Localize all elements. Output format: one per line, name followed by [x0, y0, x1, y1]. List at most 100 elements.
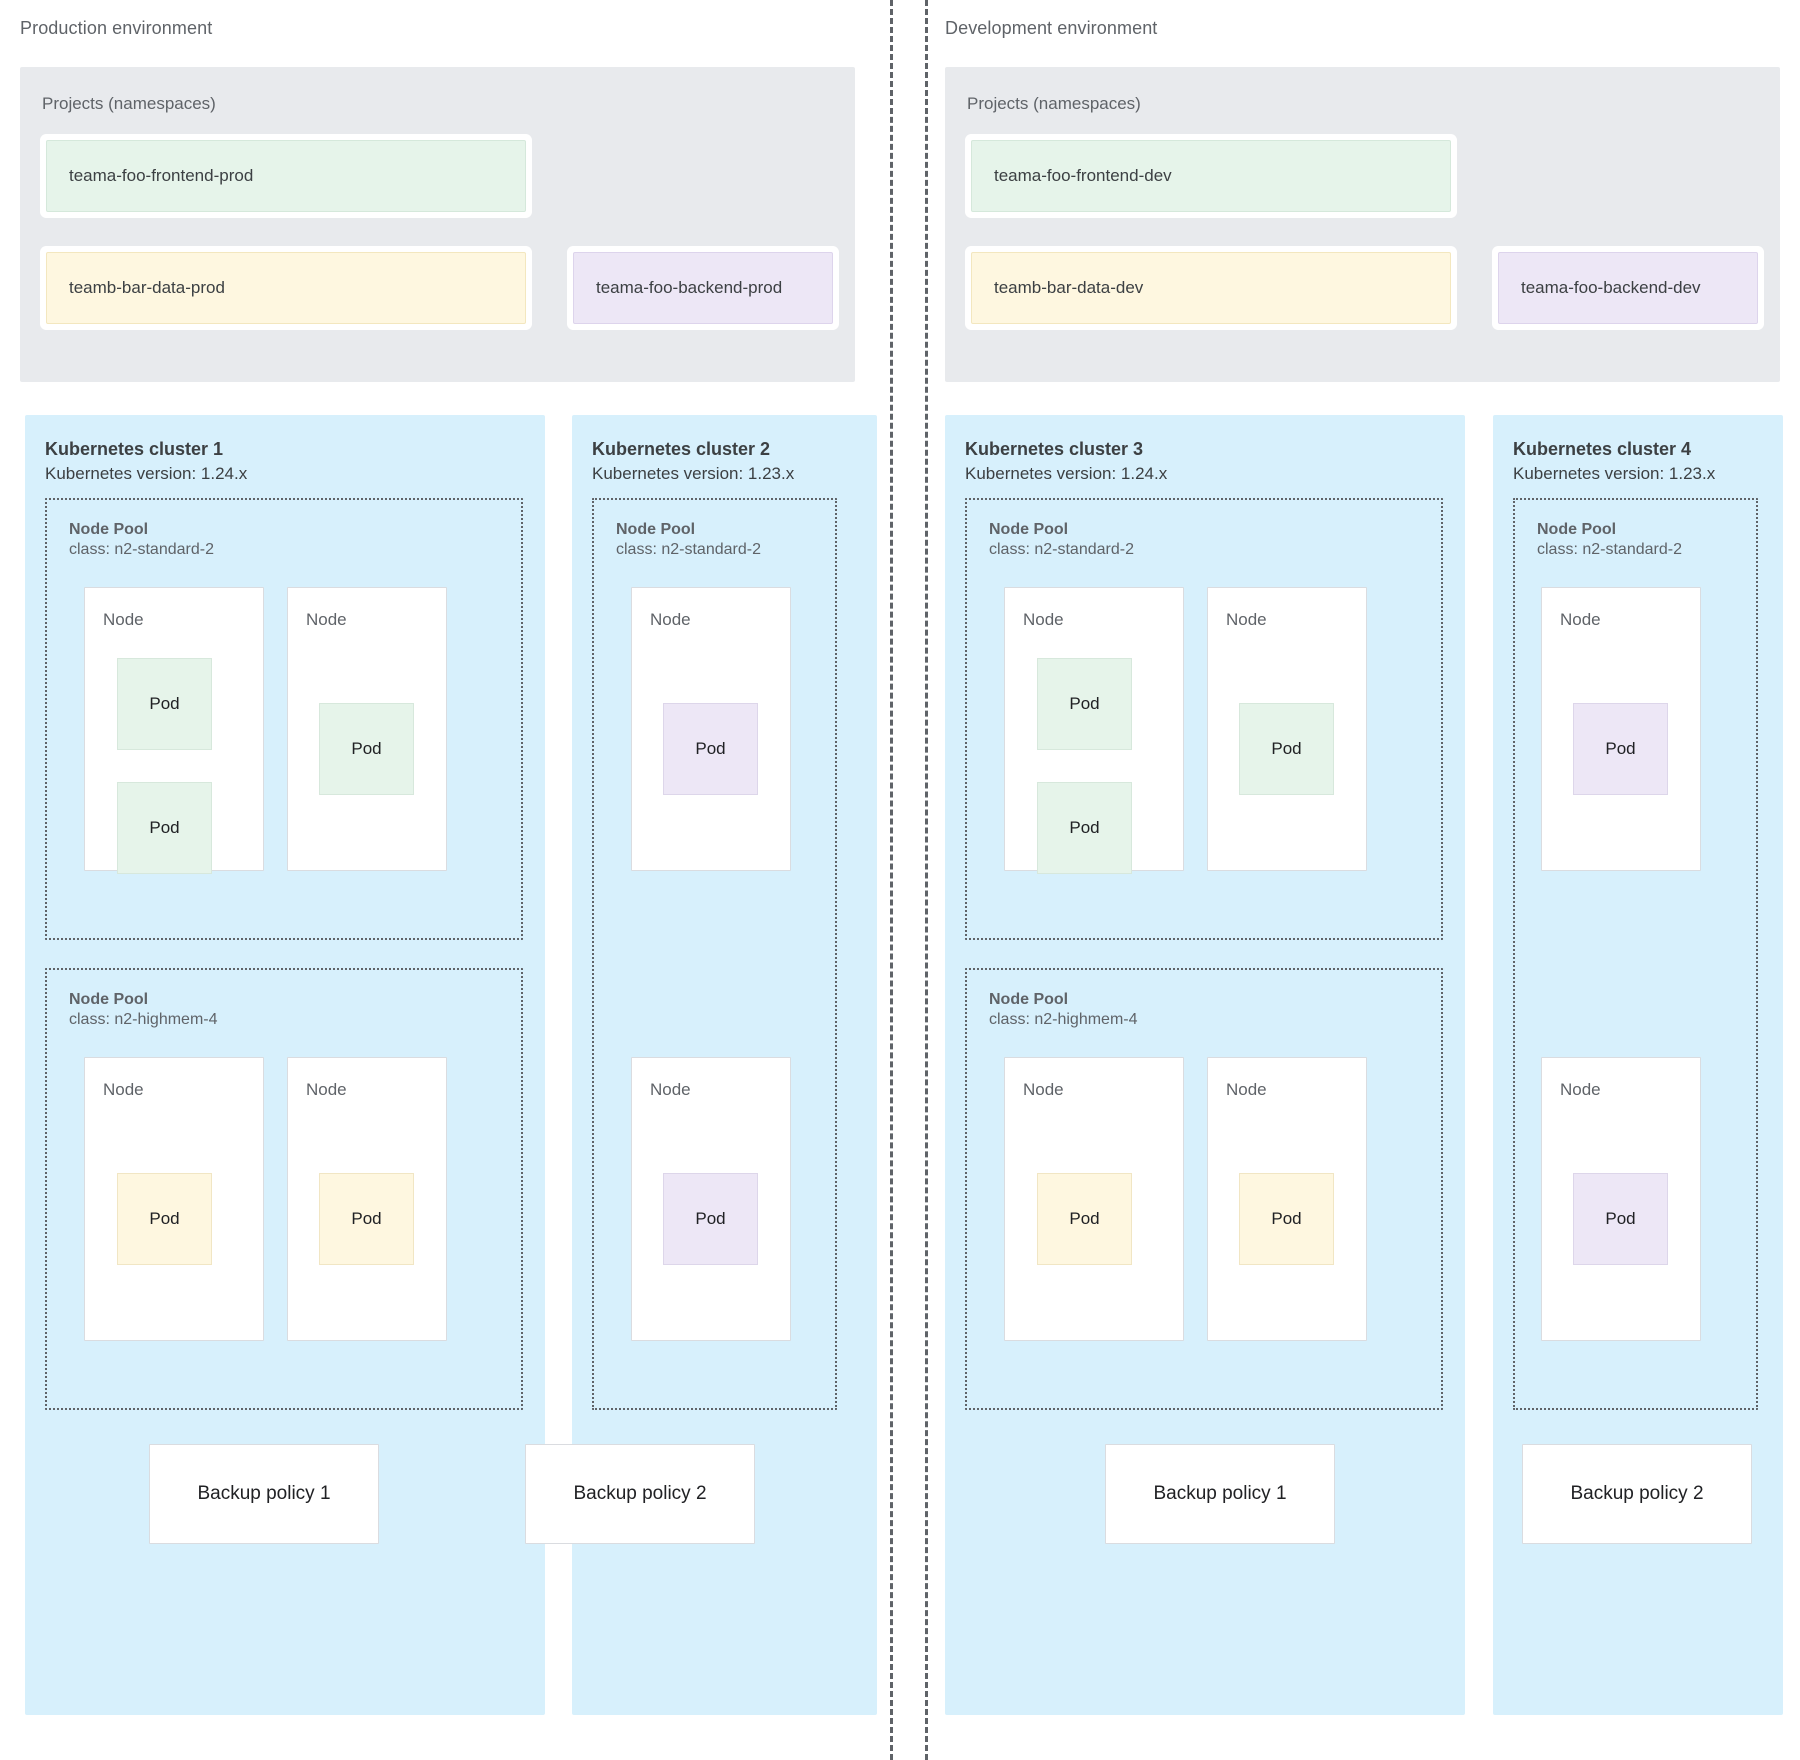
pod-label: Pod	[351, 739, 382, 758]
node-pool-1-cluster-2[interactable]: Node Pool class: n2-standard-2 Node Pod …	[592, 498, 837, 1410]
environment-title-production: Production environment	[20, 18, 213, 38]
cluster-version: Kubernetes version: 1.23.x	[1513, 464, 1716, 483]
backup-policy-card[interactable]: Backup policy 2	[1522, 1444, 1752, 1544]
node-label: Node	[306, 610, 347, 629]
node-pool-class: class: n2-highmem-4	[69, 1011, 218, 1028]
node-pool-1-cluster-1[interactable]: Node Pool class: n2-standard-2 Node Pod …	[45, 498, 523, 940]
namespace-label: teamb-bar-data-prod	[69, 278, 225, 297]
namespace-label: teamb-bar-data-dev	[994, 278, 1144, 297]
namespace-card-backend-prod[interactable]: teama-foo-backend-prod	[573, 252, 833, 324]
namespace-label: teama-foo-frontend-prod	[69, 166, 254, 185]
pod-box[interactable]: Pod	[663, 1173, 758, 1265]
namespace-card-frontend-dev[interactable]: teama-foo-frontend-dev	[971, 140, 1451, 212]
backup-policy-label: Backup policy 1	[1153, 1483, 1287, 1504]
namespace-label: teama-foo-frontend-dev	[994, 166, 1172, 185]
namespace-card-frontend-prod[interactable]: teama-foo-frontend-prod	[46, 140, 526, 212]
namespace-card-data-dev[interactable]: teamb-bar-data-dev	[971, 252, 1451, 324]
node-label: Node	[1226, 610, 1267, 629]
cluster-card-2[interactable]: Kubernetes cluster 2 Kubernetes version:…	[525, 415, 877, 1715]
node-box[interactable]: Node Pod Pod	[84, 587, 264, 874]
node-box[interactable]: Node Pod	[1207, 1057, 1367, 1341]
node-pool-class: class: n2-standard-2	[616, 541, 761, 558]
environment-production: Production environment Projects (namespa…	[0, 0, 890, 1760]
cluster-card-4[interactable]: Kubernetes cluster 4 Kubernetes version:…	[1493, 415, 1783, 1715]
pod-box[interactable]: Pod	[117, 782, 212, 874]
pod-label: Pod	[1069, 694, 1100, 713]
pod-box[interactable]: Pod	[1037, 782, 1132, 874]
node-box[interactable]: Node Pod	[287, 1057, 447, 1341]
pod-label: Pod	[695, 739, 726, 758]
node-box[interactable]: Node Pod	[1207, 587, 1367, 871]
pod-label: Pod	[1271, 1209, 1302, 1228]
cluster-card-3[interactable]: Kubernetes cluster 3 Kubernetes version:…	[945, 415, 1465, 1715]
node-box[interactable]: Node Pod	[631, 587, 791, 871]
namespace-card-data-prod[interactable]: teamb-bar-data-prod	[46, 252, 526, 324]
pod-label: Pod	[695, 1209, 726, 1228]
node-pool-2-cluster-3[interactable]: Node Pool class: n2-highmem-4 Node Pod N…	[965, 968, 1443, 1410]
node-pool-label: Node Pool	[989, 991, 1069, 1008]
node-box[interactable]: Node Pod	[1004, 1057, 1184, 1341]
node-pool-label: Node Pool	[989, 521, 1069, 538]
pod-box[interactable]: Pod	[319, 1173, 414, 1265]
node-label: Node	[1560, 610, 1601, 629]
pod-box[interactable]: Pod	[1239, 1173, 1334, 1265]
projects-panel-label: Projects (namespaces)	[967, 94, 1141, 113]
pod-label: Pod	[1605, 739, 1636, 758]
pod-box[interactable]: Pod	[1037, 1173, 1132, 1265]
backup-policy-card[interactable]: Backup policy 1	[149, 1444, 379, 1544]
pod-label: Pod	[1069, 1209, 1100, 1228]
node-pool-2-cluster-1[interactable]: Node Pool class: n2-highmem-4 Node Pod N…	[45, 968, 523, 1410]
node-pool-class: class: n2-highmem-4	[989, 1011, 1138, 1028]
pod-box[interactable]: Pod	[117, 1173, 212, 1265]
backup-policy-label: Backup policy 1	[197, 1483, 331, 1504]
node-label: Node	[650, 1080, 691, 1099]
environment-title-development: Development environment	[945, 18, 1158, 38]
pod-label: Pod	[1069, 818, 1100, 837]
node-box[interactable]: Node Pod	[287, 587, 447, 871]
node-pool-1-cluster-3[interactable]: Node Pool class: n2-standard-2 Node Pod …	[965, 498, 1443, 940]
backup-policy-card[interactable]: Backup policy 1	[1105, 1444, 1335, 1544]
projects-panel-development: Projects (namespaces) teama-foo-frontend…	[945, 67, 1780, 382]
node-pool-label: Node Pool	[69, 521, 149, 538]
node-pool-class: class: n2-standard-2	[989, 541, 1134, 558]
node-box[interactable]: Node Pod Pod	[1004, 587, 1184, 874]
node-pool-1-cluster-4[interactable]: Node Pool class: n2-standard-2 Node Pod …	[1513, 498, 1758, 1410]
pod-box[interactable]: Pod	[1239, 703, 1334, 795]
projects-panel-label: Projects (namespaces)	[42, 94, 216, 113]
pod-box[interactable]: Pod	[1037, 658, 1132, 750]
pod-label: Pod	[1271, 739, 1302, 758]
namespace-label: teama-foo-backend-prod	[596, 278, 783, 297]
node-pool-class: class: n2-standard-2	[1537, 541, 1682, 558]
backup-policy-card[interactable]: Backup policy 2	[525, 1444, 755, 1544]
node-label: Node	[1560, 1080, 1601, 1099]
cluster-version: Kubernetes version: 1.23.x	[592, 464, 795, 483]
pod-box[interactable]: Pod	[319, 703, 414, 795]
cluster-version: Kubernetes version: 1.24.x	[965, 464, 1168, 483]
node-label: Node	[1023, 610, 1064, 629]
pod-label: Pod	[149, 694, 180, 713]
namespace-label: teama-foo-backend-dev	[1521, 278, 1701, 297]
cluster-name: Kubernetes cluster 1	[45, 439, 224, 459]
pod-label: Pod	[149, 818, 180, 837]
node-box[interactable]: Node Pod	[1541, 1057, 1701, 1341]
cluster-name: Kubernetes cluster 3	[965, 439, 1144, 459]
cluster-card-1[interactable]: Kubernetes cluster 1 Kubernetes version:…	[25, 415, 545, 1715]
node-box[interactable]: Node Pod	[631, 1057, 791, 1341]
cluster-name: Kubernetes cluster 4	[1513, 439, 1692, 459]
node-label: Node	[1023, 1080, 1064, 1099]
pod-box[interactable]: Pod	[117, 658, 212, 750]
environment-divider-left	[890, 0, 893, 1760]
node-label: Node	[306, 1080, 347, 1099]
namespace-card-backend-dev[interactable]: teama-foo-backend-dev	[1498, 252, 1758, 324]
node-label: Node	[1226, 1080, 1267, 1099]
environment-divider-right	[925, 0, 928, 1760]
node-box[interactable]: Node Pod	[1541, 587, 1701, 871]
node-label: Node	[103, 610, 144, 629]
node-box[interactable]: Node Pod	[84, 1057, 264, 1341]
pod-box[interactable]: Pod	[663, 703, 758, 795]
backup-policy-label: Backup policy 2	[1570, 1483, 1704, 1504]
node-label: Node	[103, 1080, 144, 1099]
pod-box[interactable]: Pod	[1573, 703, 1668, 795]
pod-box[interactable]: Pod	[1573, 1173, 1668, 1265]
cluster-name: Kubernetes cluster 2	[592, 439, 771, 459]
